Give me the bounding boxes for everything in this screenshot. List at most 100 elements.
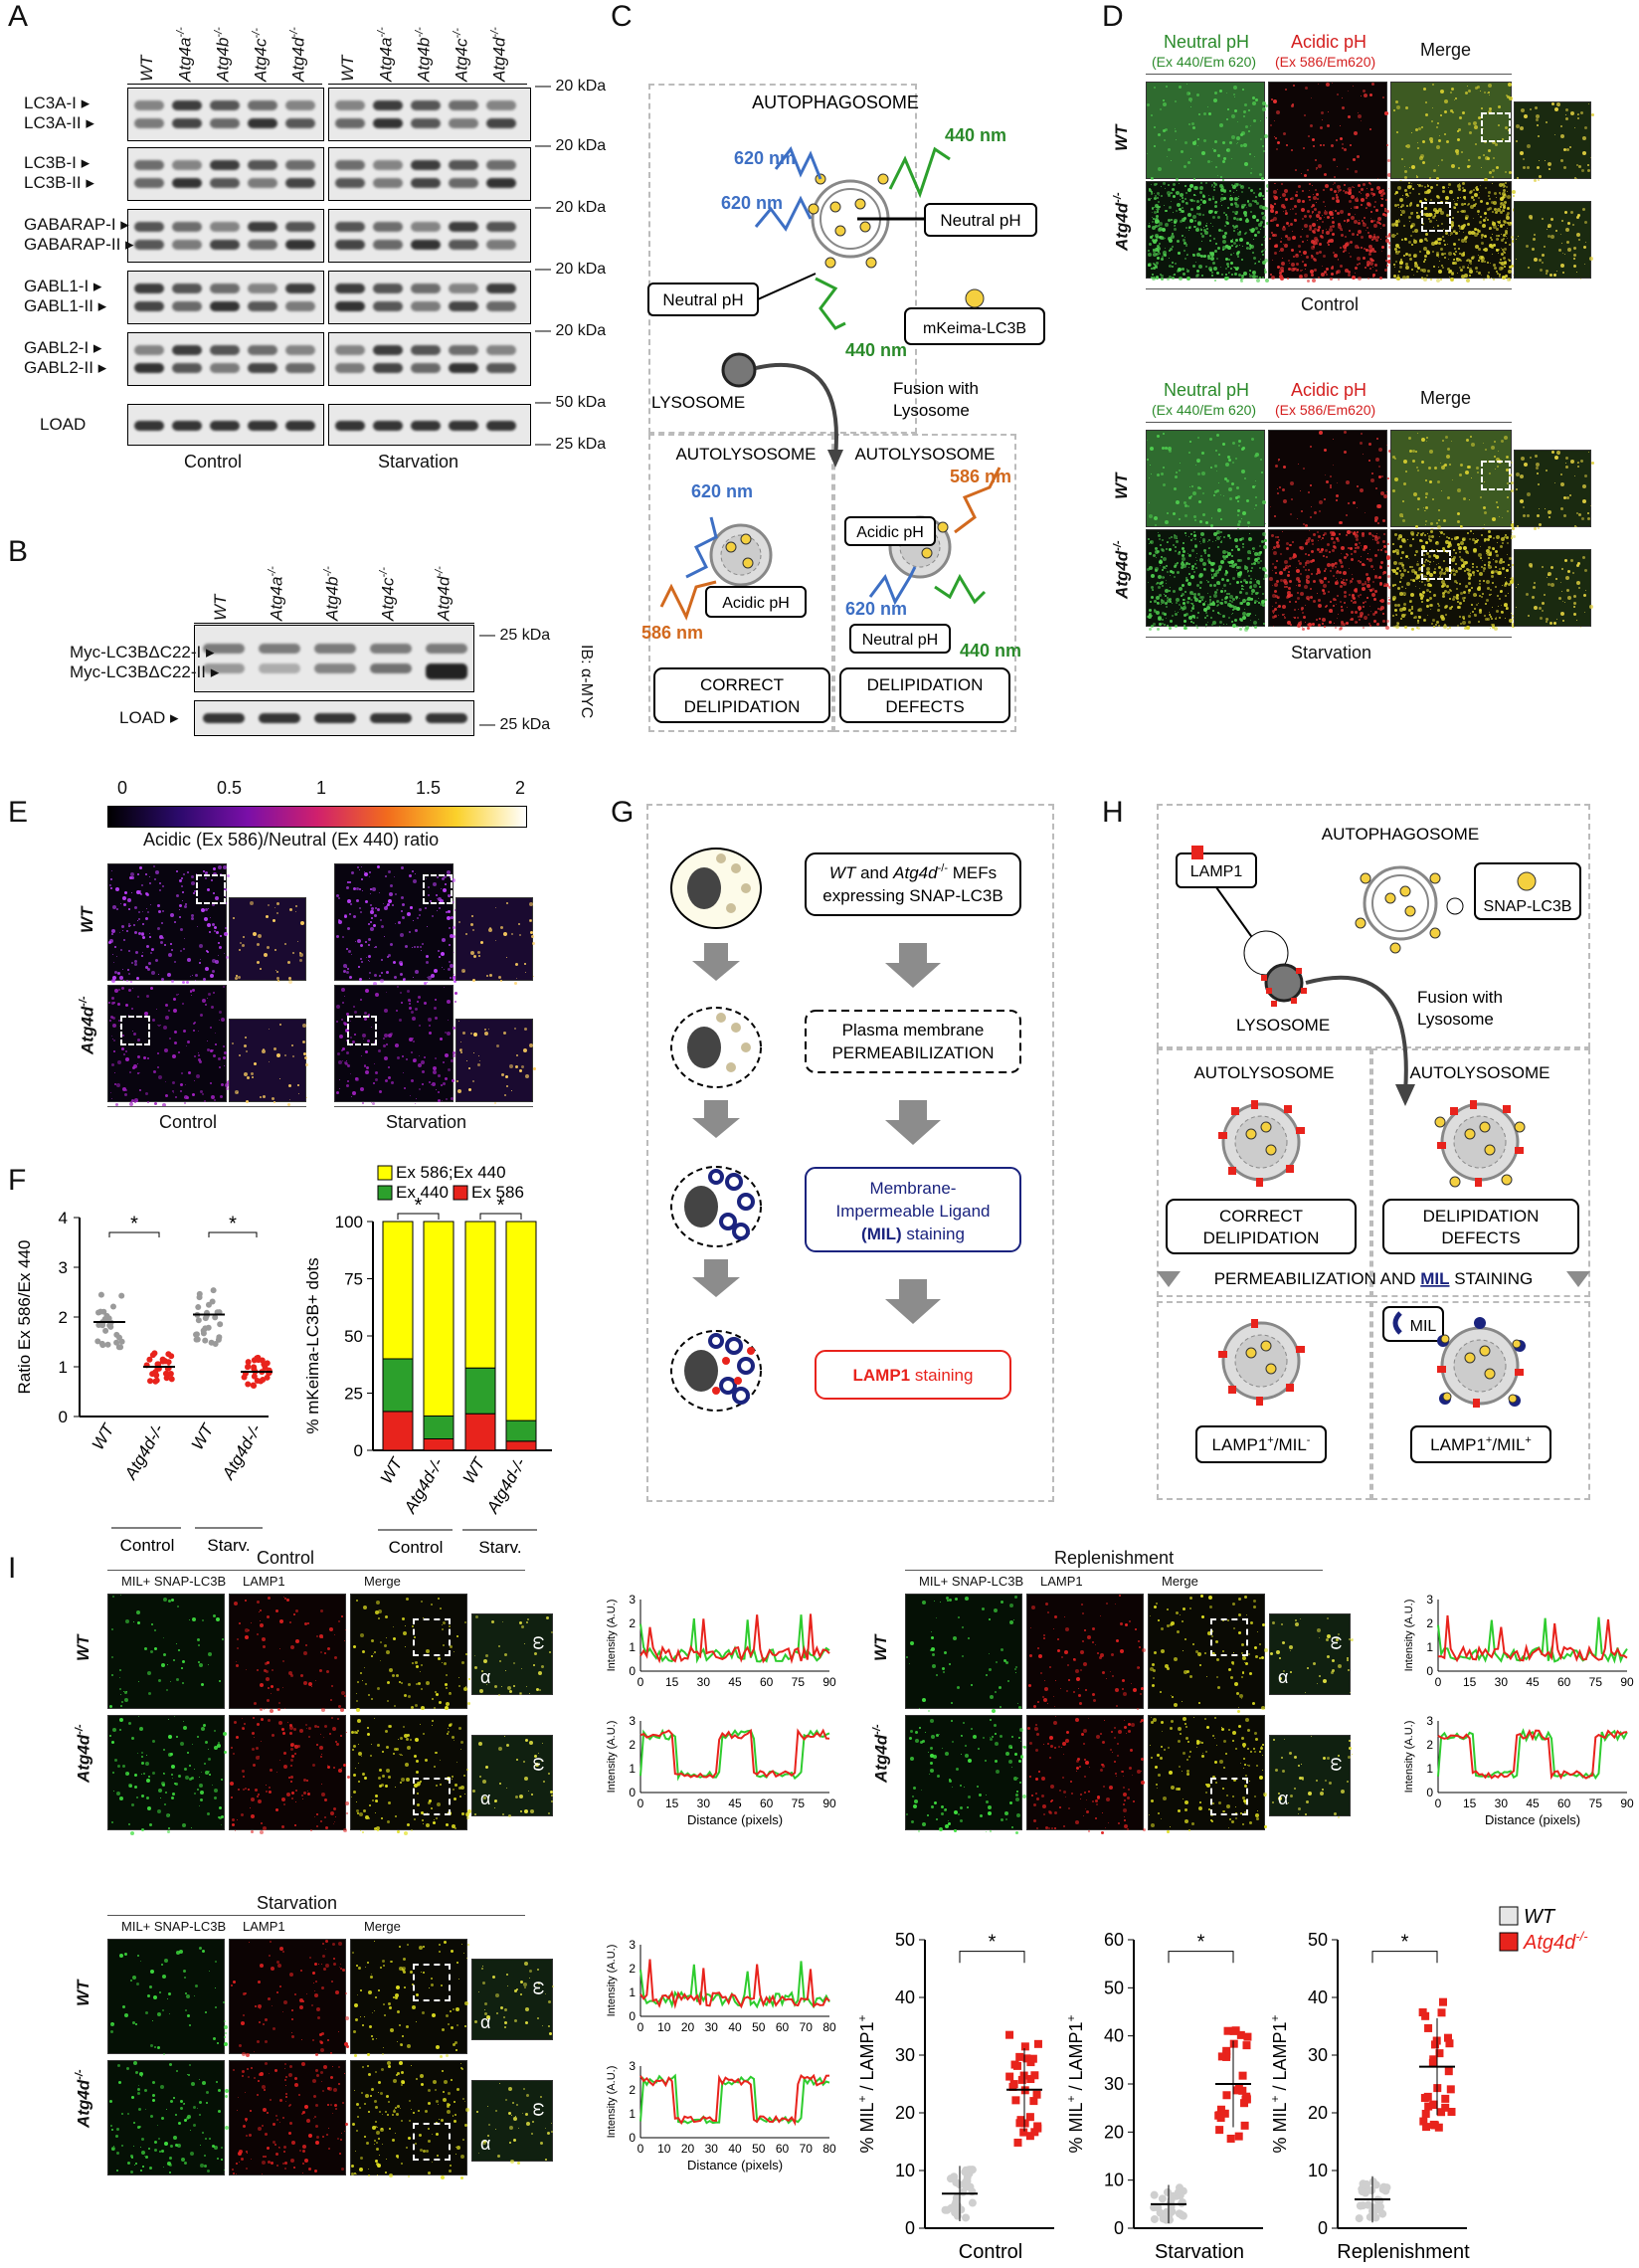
x-tick-label: Atg4d-/- (120, 1420, 167, 1483)
x-tick-label: 60 (1557, 1675, 1571, 1689)
y-tick-label: 3 (1426, 1714, 1433, 1728)
blot-band (285, 345, 315, 355)
y-tick-label: 20 (895, 2103, 915, 2123)
merge-micrograph (350, 1594, 470, 1712)
blot-band (134, 345, 164, 355)
blot-band (134, 178, 164, 188)
y-tick-label: 50 (1308, 1930, 1328, 1950)
data-point (210, 1287, 217, 1294)
blot-band (411, 240, 441, 250)
ratio-micrograph (334, 863, 456, 986)
blot-band (172, 222, 202, 232)
blot-band (335, 240, 365, 250)
data-point (195, 1317, 202, 1324)
channel-header: Neutral pH (1164, 32, 1250, 52)
data-point-atg4d (1032, 2090, 1041, 2099)
y-tick-label: 3 (629, 1714, 636, 1728)
ratio-inset (455, 897, 535, 985)
data-point-atg4d (1028, 2054, 1037, 2063)
panel-label-g: G (611, 796, 635, 829)
y-tick-label: 10 (1308, 2161, 1328, 2180)
y-tick-label: 25 (344, 1385, 363, 1404)
blot-band (248, 222, 277, 232)
panel-c-box-left (648, 434, 833, 732)
svg-text:DEFECTS: DEFECTS (1441, 1228, 1520, 1247)
data-point-atg4d (1216, 2105, 1225, 2114)
data-point-wt (1370, 2206, 1379, 2215)
panel-label-d: D (1102, 0, 1124, 33)
data-point-atg4d (1026, 2075, 1035, 2084)
condition-title: Replenishment (1054, 1548, 1175, 1568)
data-point-atg4d (1243, 2032, 1252, 2041)
data-point (251, 1373, 258, 1380)
x-tick-label: 0 (1435, 1675, 1442, 1689)
x-tick-label: 15 (1463, 1796, 1477, 1810)
x-tick-label: 30 (705, 2142, 719, 2156)
data-point (147, 1378, 154, 1385)
ratio-micrograph (334, 985, 457, 1105)
data-point-atg4d (1429, 2120, 1438, 2129)
data-point (95, 1321, 102, 1328)
y-tick-label: 3 (629, 1593, 636, 1606)
stacked-bar-segment (464, 1413, 496, 1451)
y-tick-label: 30 (895, 2045, 915, 2065)
blot-row-label: LC3B-I ▸ (24, 153, 91, 172)
data-point (212, 1314, 219, 1321)
blot-band (134, 222, 164, 232)
blot-band (172, 240, 202, 250)
data-point-wt (1178, 2198, 1186, 2207)
inset-micrograph (1514, 549, 1593, 628)
x-tick-label: 15 (665, 1796, 679, 1810)
data-point (245, 1359, 252, 1366)
inset-micrograph (1514, 201, 1593, 280)
blot-band (248, 118, 277, 128)
blot-lane-label: Atg4d-/- (489, 27, 509, 82)
data-point (217, 1321, 224, 1328)
x-tick-label: 60 (760, 1796, 774, 1810)
blot-band (248, 100, 277, 110)
western-blot (127, 332, 324, 386)
acidic-ph-micrograph (1268, 82, 1391, 179)
blot-row-label: GABL1-II ▸ (24, 296, 107, 315)
mil-micrograph (905, 1715, 1026, 1834)
y-tick-label: 60 (1104, 1930, 1124, 1950)
data-point-wt (1150, 2190, 1159, 2199)
row-label: Atg4d-/- (1112, 540, 1132, 599)
x-axis-label: Distance (pixels) (1485, 1812, 1580, 1827)
x-tick-label: 75 (1589, 1796, 1603, 1810)
data-point (202, 1337, 209, 1344)
lysosome-label: LYSOSOME (651, 393, 745, 412)
y-tick-label: 40 (1308, 1987, 1328, 2007)
h-lysosome: LYSOSOME (1236, 1016, 1330, 1035)
label-620-b: 620 nm (721, 193, 783, 213)
svg-text:PERMEABILIZATION AND MIL STAIN: PERMEABILIZATION AND MIL STAINING (1214, 1269, 1534, 1288)
x-tick-label: 60 (776, 2020, 790, 2034)
x-tick-label: Atg4d-/- (218, 1420, 265, 1483)
merge-micrograph (1148, 1594, 1268, 1713)
legend-label: WT (1524, 1906, 1556, 1928)
data-point (245, 1363, 252, 1370)
blot-band (335, 284, 365, 293)
y-axis-label: Ratio Ex 586/Ex 440 (15, 1240, 34, 1395)
colorbar (107, 806, 527, 828)
h-snap: SNAP-LC3B (1484, 898, 1572, 915)
channel-header: Merge (364, 1574, 401, 1589)
colorbar-label: Acidic (Ex 586)/Neutral (Ex 440) ratio (143, 830, 440, 850)
x-tick-label: Atg4d-/- (482, 1454, 529, 1517)
blot-band (486, 160, 516, 170)
merge-micrograph (350, 2060, 469, 2179)
data-point-atg4d (1025, 2113, 1034, 2122)
data-point (251, 1382, 258, 1389)
fusion-label-2: Lysosome (893, 401, 970, 420)
blot-band (203, 713, 245, 723)
blot-band (134, 240, 164, 250)
data-point-atg4d (1005, 2030, 1014, 2039)
h-lamp1: LAMP1 (1190, 863, 1243, 880)
data-point-atg4d (1242, 2092, 1251, 2101)
condition-label: Starvation (1291, 643, 1372, 662)
data-point-atg4d (1020, 2042, 1029, 2051)
label-440: 440 nm (945, 125, 1006, 145)
x-tick-label: 75 (792, 1796, 806, 1810)
data-point-atg4d (1434, 2123, 1443, 2132)
x-tick-label: 20 (681, 2142, 695, 2156)
